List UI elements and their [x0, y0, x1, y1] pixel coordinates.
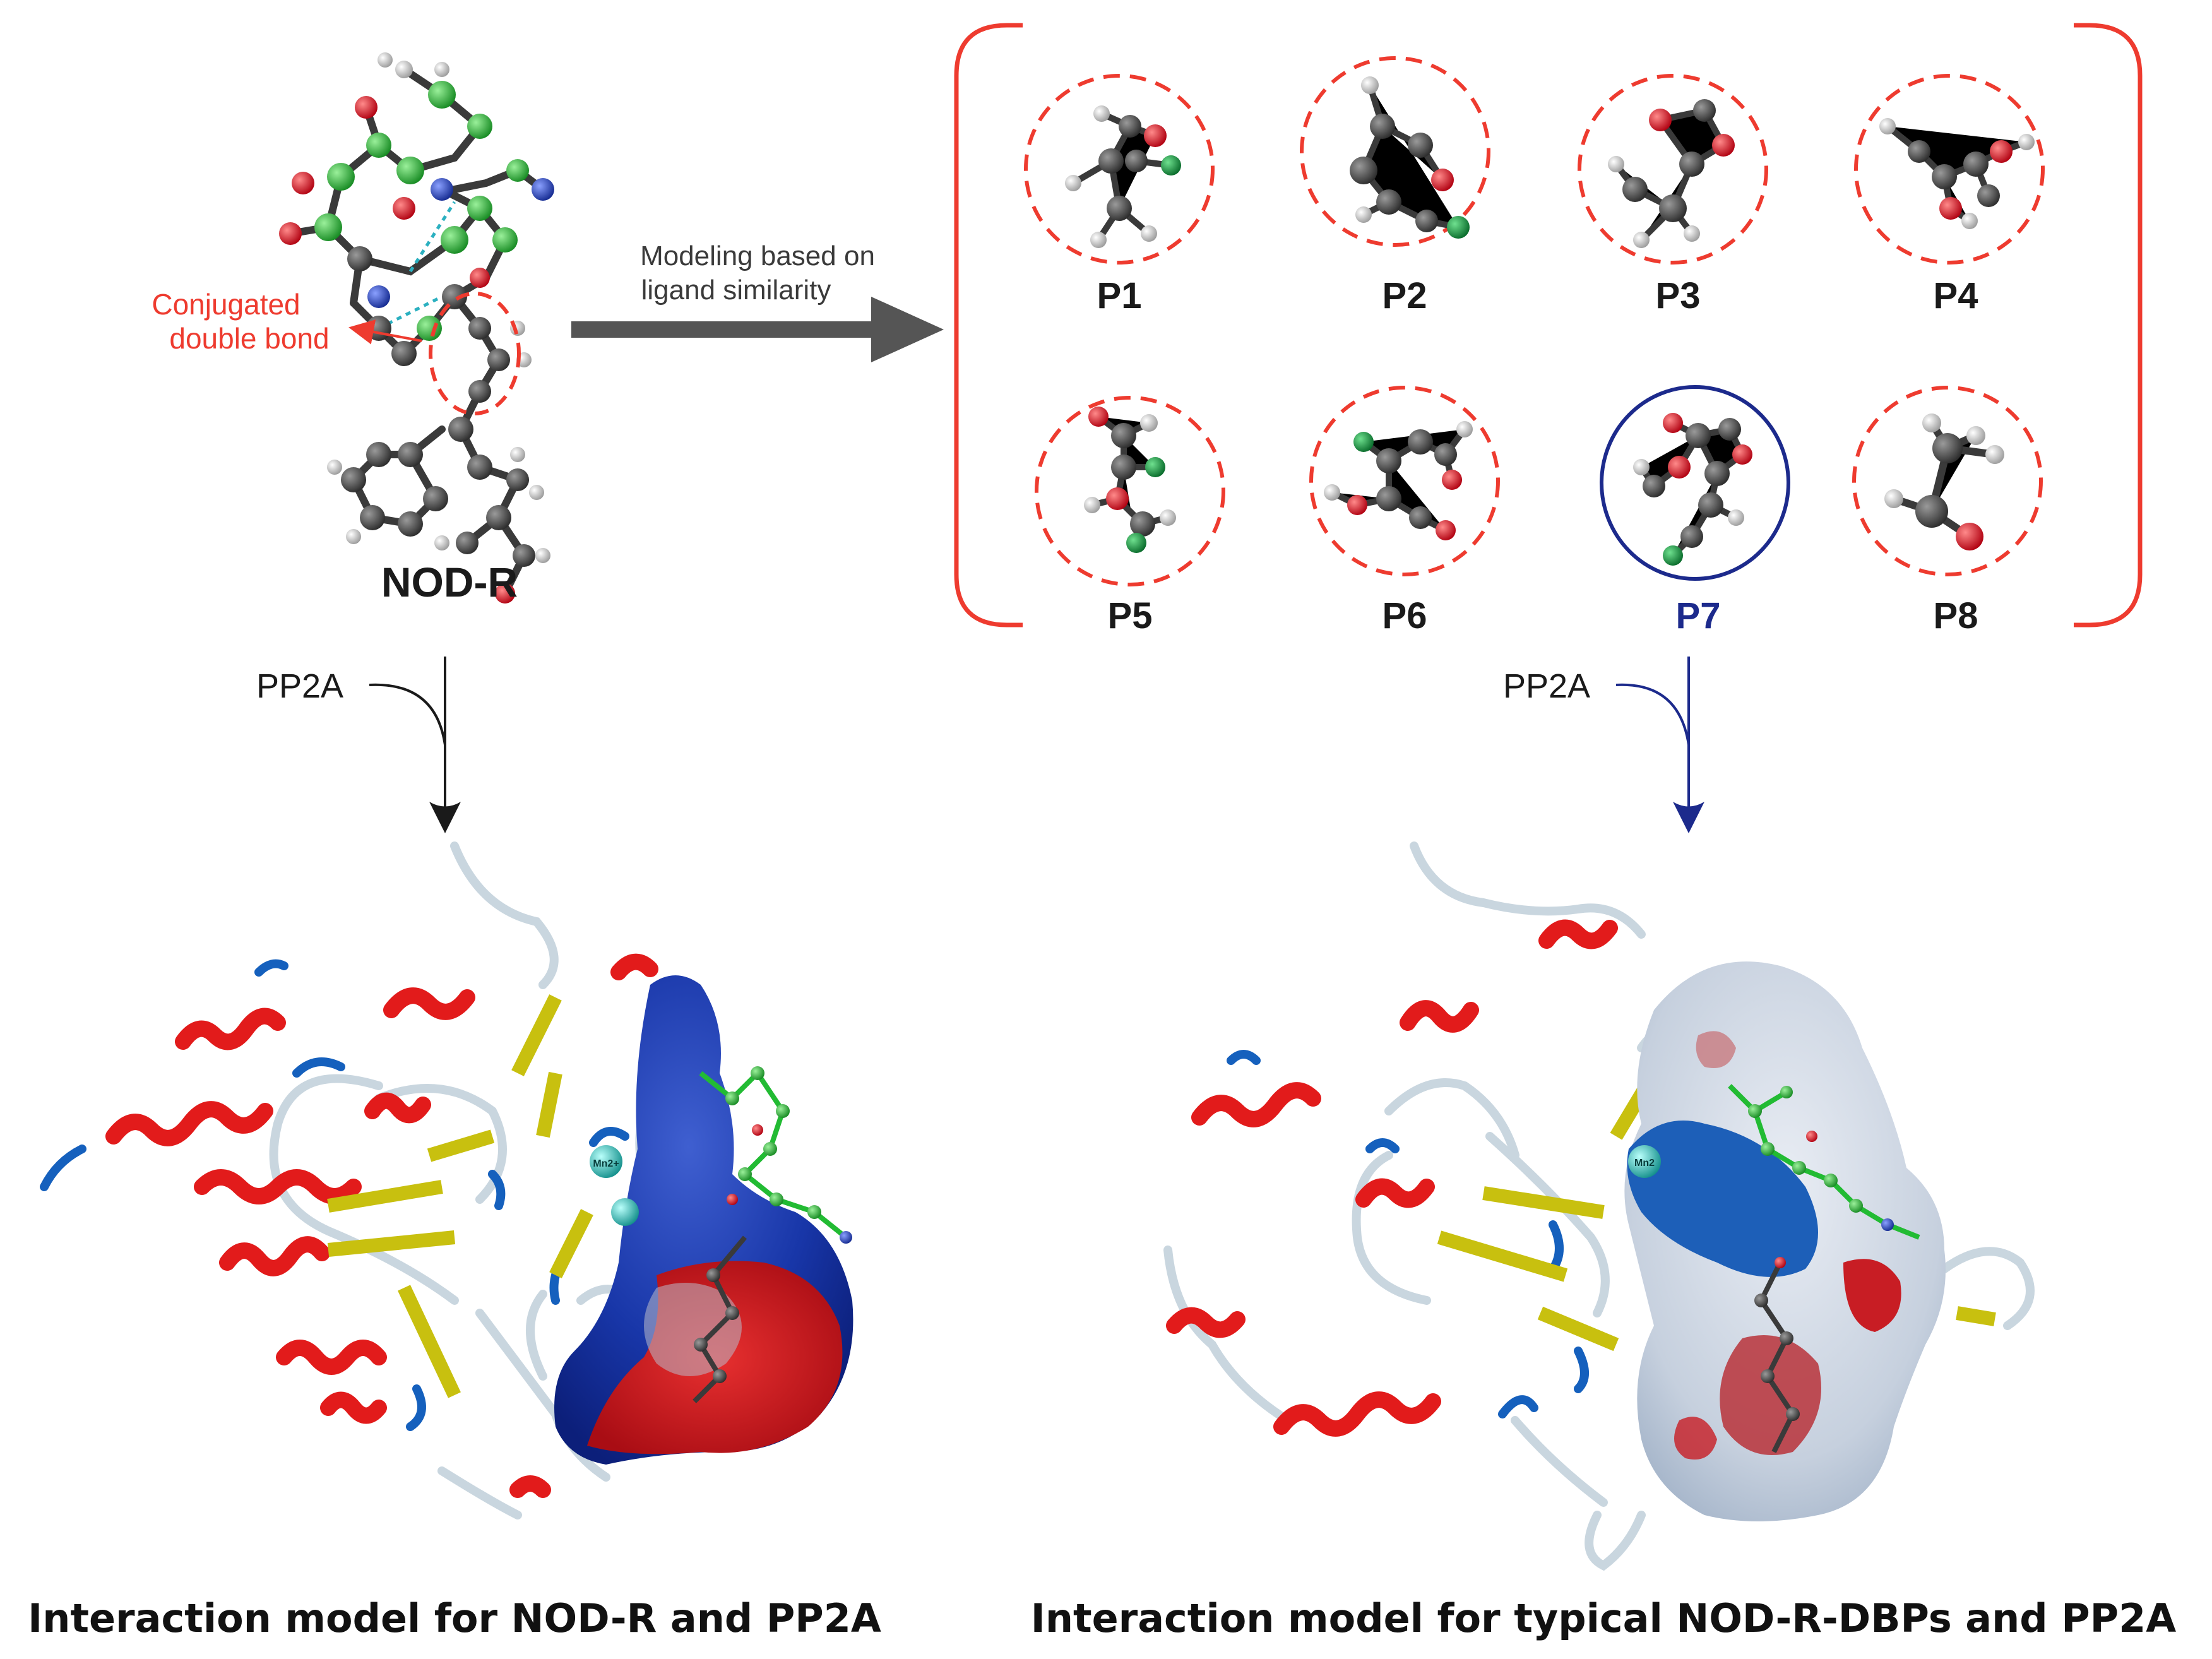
left-flow-label: PP2A	[256, 667, 343, 705]
product-label: P6	[1382, 595, 1427, 636]
mn-ion-2	[611, 1198, 639, 1226]
mn-ion-label: Mn2+	[593, 1158, 619, 1169]
double-bond-annotation: Conjugated double bond	[152, 288, 422, 355]
product-p2: P2	[1300, 56, 1490, 316]
mn-ion-label-right: Mn2	[1634, 1158, 1655, 1168]
product-p4: P4	[1854, 74, 2045, 316]
modeling-arrow: Modeling based on ligand similarity	[571, 241, 944, 362]
modeling-line-2: ligand similarity	[641, 275, 831, 306]
annotation-line-1: Conjugated	[152, 288, 300, 321]
left-protein-model: Mn2+	[40, 841, 853, 1519]
product-label-highlight: P7	[1676, 595, 1721, 636]
product-label: P1	[1097, 275, 1142, 316]
annotation-line-2: double bond	[169, 322, 329, 355]
double-bond-highlight	[429, 292, 521, 415]
nod-r-molecule	[279, 52, 554, 604]
right-caption: Interaction model for typical NOD-R-DBPs…	[1031, 1595, 2177, 1641]
product-p3: P3	[1578, 74, 1768, 316]
right-protein-model: Mn2	[1163, 841, 2035, 1571]
product-label: P3	[1656, 275, 1701, 316]
product-label: P8	[1934, 595, 1978, 636]
product-p6: P6	[1309, 386, 1500, 636]
product-label: P2	[1382, 275, 1427, 316]
right-flow-label: PP2A	[1503, 667, 1590, 705]
product-p7: P7	[1600, 385, 1790, 636]
mn-ion-1	[590, 1145, 622, 1178]
left-caption: Interaction model for NOD-R and PP2A	[28, 1595, 881, 1641]
product-bracket	[954, 23, 2143, 627]
mn-ion-right	[1628, 1145, 1661, 1178]
product-p5: P5	[1035, 396, 1225, 636]
modeling-line-1: Modeling based on	[640, 241, 875, 271]
product-label: P5	[1108, 595, 1153, 636]
left-flow-arrow: PP2A	[256, 657, 461, 833]
right-flow-arrow: PP2A	[1503, 657, 1704, 833]
product-grid: P1 P2 P3	[1024, 56, 2045, 636]
product-p8: P8	[1852, 386, 2043, 636]
product-p1: P1	[1024, 74, 1215, 316]
product-label: P4	[1934, 275, 1978, 316]
nod-r-label: NOD-R	[381, 559, 518, 605]
